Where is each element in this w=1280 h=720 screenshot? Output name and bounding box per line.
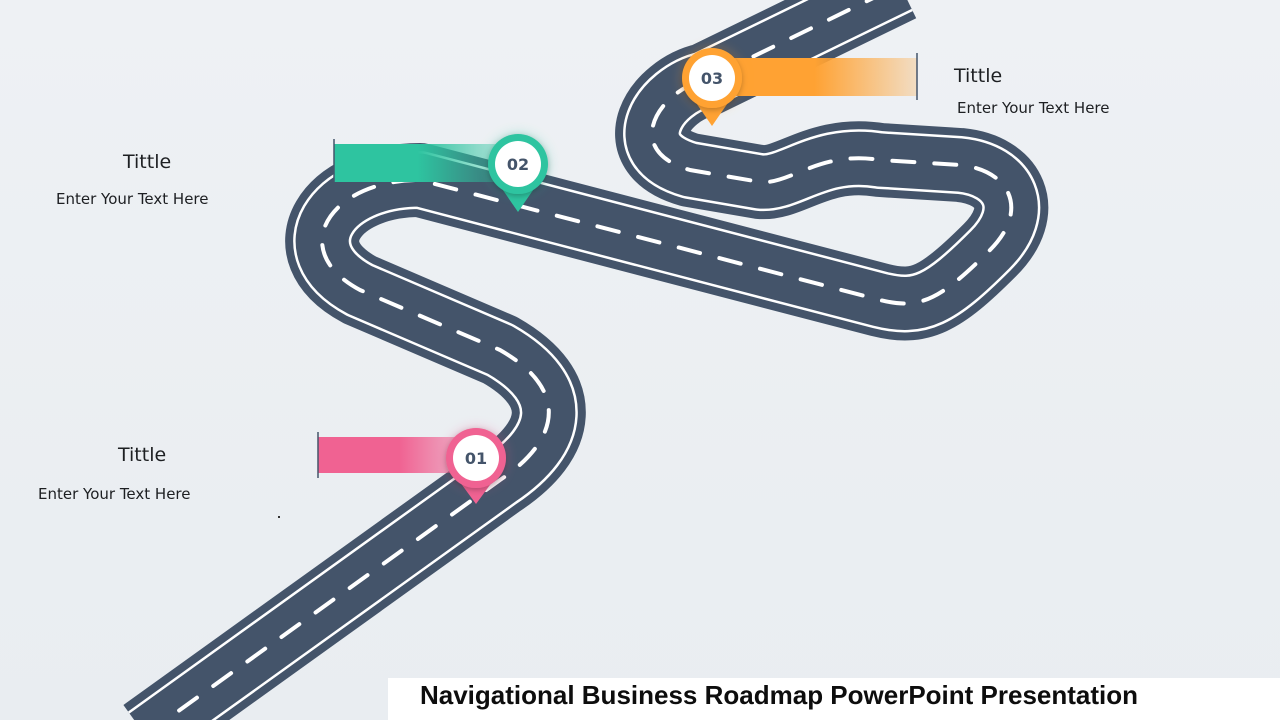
footer-bar	[388, 678, 1280, 720]
step-02-text: Enter Your Text Here	[56, 190, 209, 208]
step-02-title: Tittle	[123, 151, 172, 173]
step-03-banner	[712, 58, 917, 96]
step-03-number: 03	[701, 69, 723, 88]
stray-dot	[278, 516, 280, 518]
footer-title: Navigational Business Roadmap PowerPoint…	[419, 680, 1139, 710]
step-03-text: Enter Your Text Here	[957, 99, 1110, 117]
step-01-number: 01	[465, 449, 487, 468]
road	[123, 0, 1049, 720]
step-03-title: Tittle	[954, 65, 1003, 87]
step-01-marker: 01	[317, 428, 506, 504]
step-02-number: 02	[507, 155, 529, 174]
step-03-marker: 03	[682, 48, 918, 126]
step-01-text: Enter Your Text Here	[38, 485, 191, 503]
step-02-marker: 02	[333, 134, 548, 212]
step-01-title: Tittle	[118, 444, 167, 466]
